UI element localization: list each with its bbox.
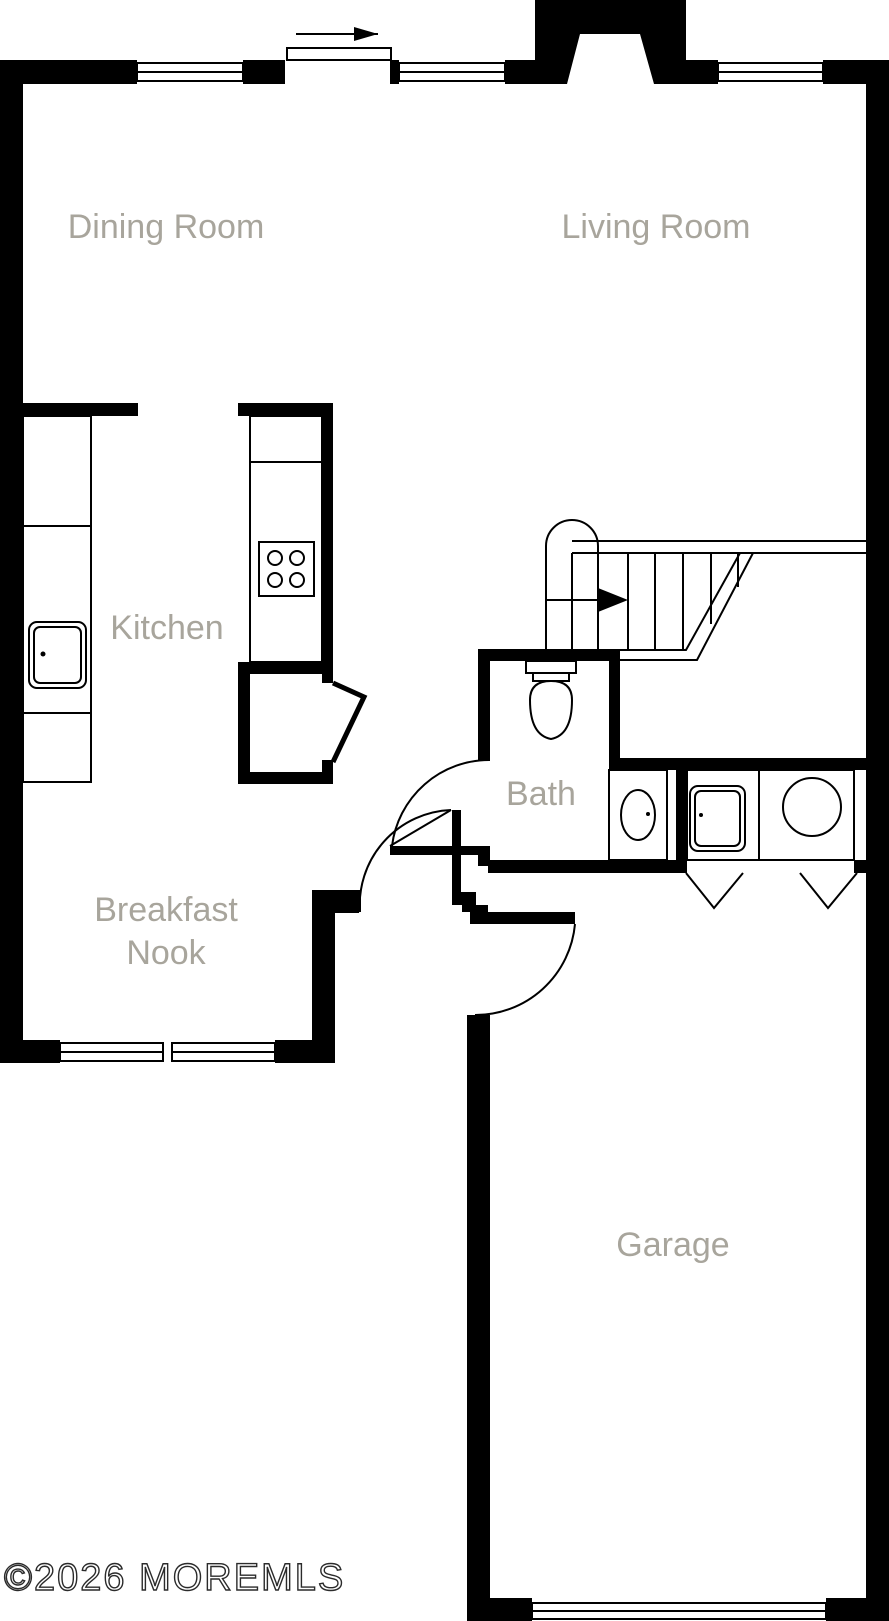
bath-walls — [390, 649, 866, 924]
copyright-watermark: ©2026 MOREMLS — [4, 1557, 345, 1599]
kitchen-walls — [0, 403, 333, 784]
breakfast-nook-label-line1: Breakfast — [94, 891, 238, 929]
living-room-label: Living Room — [562, 208, 751, 246]
garage-label: Garage — [616, 1226, 729, 1264]
utility-sink-icon — [689, 785, 746, 852]
right-counter — [249, 415, 323, 663]
pantry-door — [330, 680, 368, 764]
water-heater-icon — [782, 777, 842, 837]
fireplace — [535, 0, 686, 84]
cooktop-icon — [258, 541, 315, 597]
kitchen-sink-icon — [28, 621, 87, 689]
left-counter — [22, 415, 92, 783]
laundry-area — [685, 769, 858, 910]
bath-vanity — [608, 769, 668, 861]
room-labels: Dining Room Living Room Kitchen Bath Bre… — [68, 208, 751, 1264]
toilet-icon — [525, 660, 577, 741]
bath-label: Bath — [506, 775, 576, 813]
windows — [59, 27, 827, 1620]
kitchen-label: Kitchen — [110, 609, 223, 647]
dining-room-label: Dining Room — [68, 208, 265, 246]
staircase — [545, 519, 866, 661]
door-swings — [358, 758, 576, 1017]
breakfast-nook-label-line2: Nook — [126, 934, 206, 972]
